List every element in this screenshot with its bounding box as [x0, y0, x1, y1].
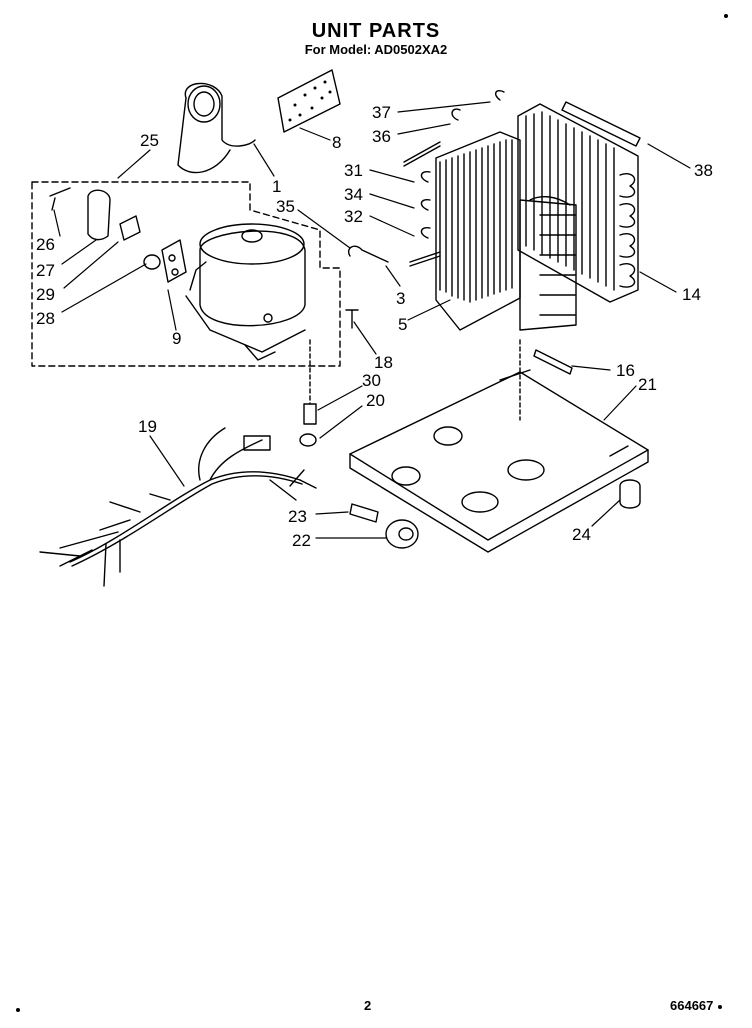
callout-23: 23: [288, 507, 307, 526]
part-23-axle: [349, 503, 379, 523]
callout-5: 5: [398, 315, 407, 334]
diagram-title: UNIT PARTS: [311, 20, 441, 42]
callout-32: 32: [344, 207, 363, 226]
corner-mark-bottom-right: [718, 1005, 722, 1009]
part-20-grommet: [299, 433, 317, 447]
part-28-grommet: [143, 254, 161, 270]
part-8-filter-pad: [277, 69, 341, 133]
callout-3: 3: [396, 289, 405, 308]
compressor-group-box: [31, 181, 341, 367]
callout-29: 29: [36, 285, 55, 304]
corner-mark-top-right: [724, 14, 728, 18]
callout-25: 25: [140, 131, 159, 150]
part-27-cover: [87, 189, 111, 241]
callout-22: 22: [292, 531, 311, 550]
part-21-base-pan: [349, 339, 649, 553]
callout-27: 27: [36, 261, 55, 280]
callout-38: 38: [694, 161, 713, 180]
part-26-clip: [49, 187, 71, 211]
part-35-tube: [348, 245, 389, 263]
callout-20: 20: [366, 391, 385, 410]
callout-30: 30: [362, 371, 381, 390]
callout-34: 34: [344, 185, 363, 204]
callout-35: 35: [276, 197, 295, 216]
part-38-bar: [561, 101, 641, 147]
part-18-screw: [345, 309, 359, 329]
callout-9: 9: [172, 329, 181, 348]
part-31-clip: [420, 170, 431, 183]
callout-18: 18: [374, 353, 393, 372]
model-subtitle: For Model: AD0502XA2: [304, 42, 448, 57]
part-32-clip: [420, 226, 431, 239]
part-30-spacer: [303, 403, 317, 425]
callout-21: 21: [638, 375, 657, 394]
part-19-wire-harness: [39, 427, 317, 587]
callout-37: 37: [372, 103, 391, 122]
callout-8: 8: [332, 133, 341, 152]
part-9-bracket: [161, 239, 187, 283]
callout-28: 28: [36, 309, 55, 328]
part-37-clip: [494, 90, 505, 101]
callout-19: 19: [138, 417, 157, 436]
part-34-clip: [420, 198, 431, 211]
leader-lines: [53, 101, 691, 539]
part-14-evaporator: [517, 103, 639, 303]
callout-31: 31: [344, 161, 363, 180]
page-number: 2: [364, 998, 372, 1013]
part-36-clip: [451, 108, 461, 121]
part-24-foot: [619, 479, 641, 509]
part-5-condenser: [435, 131, 577, 331]
callout-26: 26: [36, 235, 55, 254]
callout-24: 24: [572, 525, 591, 544]
part-22-wheel: [385, 519, 419, 549]
compressor: [185, 223, 306, 361]
callout-14: 14: [682, 285, 701, 304]
callout-36: 36: [372, 127, 391, 146]
callout-labels: 37 36 38 8 25 1 35 31 34 32 26 27 29 28 …: [36, 103, 713, 550]
part-1-duct: [177, 82, 256, 174]
callout-1: 1: [272, 177, 281, 196]
callout-16: 16: [616, 361, 635, 380]
part-29-relay: [119, 215, 141, 241]
document-number: 664667: [670, 998, 714, 1013]
corner-mark-bottom-left: [16, 1008, 20, 1012]
part-16-bar: [533, 349, 573, 375]
